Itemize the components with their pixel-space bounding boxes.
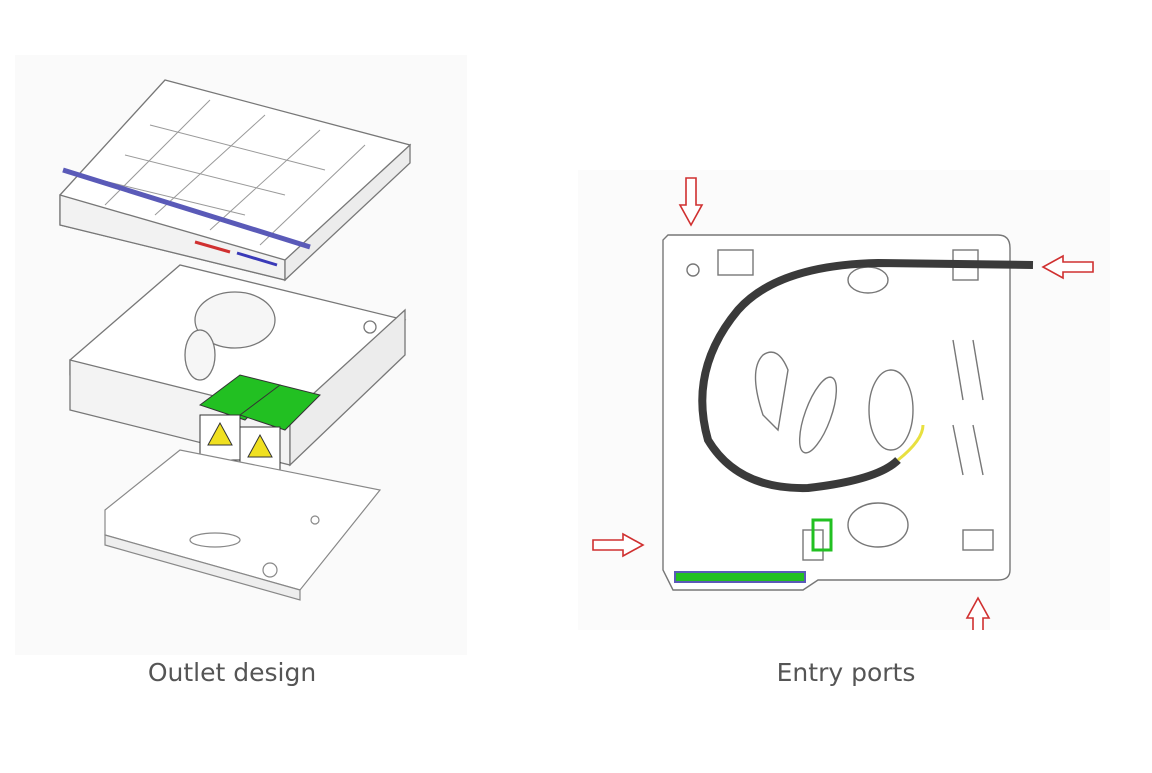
mounting-plate [104, 449, 382, 601]
fiber-strand [897, 424, 925, 462]
bottom-entry-strip [674, 571, 806, 583]
entry-ports-illustration [578, 170, 1110, 630]
caption-outlet-design: Outlet design [147, 658, 317, 687]
arrow-left [592, 532, 645, 558]
outlet-exploded-drawing [59, 79, 412, 601]
sc-adapters [198, 374, 321, 473]
outlet-design-illustration [15, 55, 467, 655]
entry-arrows [592, 177, 1094, 630]
caption-entry-ports: Entry ports [776, 658, 916, 687]
fiber-cable [698, 258, 1034, 493]
outlet-base-top-view [662, 234, 1011, 591]
arrow-bottom [965, 596, 991, 630]
entry-ports-drawing [592, 177, 1094, 630]
outlet-lid [59, 79, 412, 282]
arrow-right [1041, 254, 1094, 280]
arrow-top [678, 177, 704, 227]
